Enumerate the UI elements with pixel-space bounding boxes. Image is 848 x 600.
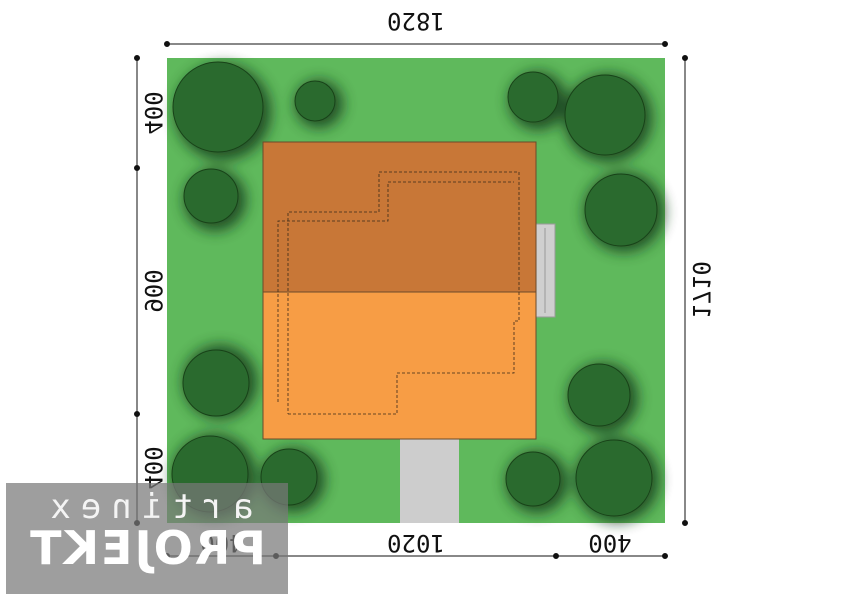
logo-line-projekt: PROJEKT [28, 521, 266, 575]
top-dimension: 1820 [387, 7, 445, 35]
tree [507, 71, 559, 123]
tree [294, 80, 336, 122]
dim-right-total: 1710 [687, 261, 715, 319]
right-dimension: 1710 [687, 261, 715, 319]
house-roof [262, 141, 537, 440]
dim-bottom-right: 400 [588, 529, 631, 557]
artinex-logo-watermark: artinex PROJEKT [6, 483, 288, 594]
tree [584, 173, 658, 247]
dim-bottom-middle: 1020 [387, 529, 445, 557]
dim-left-bottom: 400 [139, 446, 167, 489]
tree [505, 451, 561, 507]
bottom-dimension-right: 400 [588, 529, 631, 557]
roof-north-slope [262, 141, 537, 293]
tree [182, 349, 250, 417]
roof-south-slope [262, 291, 537, 440]
tree [567, 363, 631, 427]
tree [575, 439, 653, 517]
tree [564, 74, 646, 156]
wall-outline-dashed [287, 171, 520, 415]
dim-left-top: 400 [139, 91, 167, 134]
bottom-dimension-middle: 1020 [387, 529, 445, 557]
left-dimension-top: 400 [139, 91, 167, 134]
left-dimension-bottom: 400 [139, 446, 167, 489]
dim-left-middle: 900 [139, 269, 167, 312]
trees [171, 61, 658, 517]
tree [172, 61, 264, 153]
dim-top-total: 1820 [387, 7, 445, 35]
tree [183, 168, 239, 224]
driveway [400, 438, 459, 523]
left-dimension-middle: 900 [139, 269, 167, 312]
